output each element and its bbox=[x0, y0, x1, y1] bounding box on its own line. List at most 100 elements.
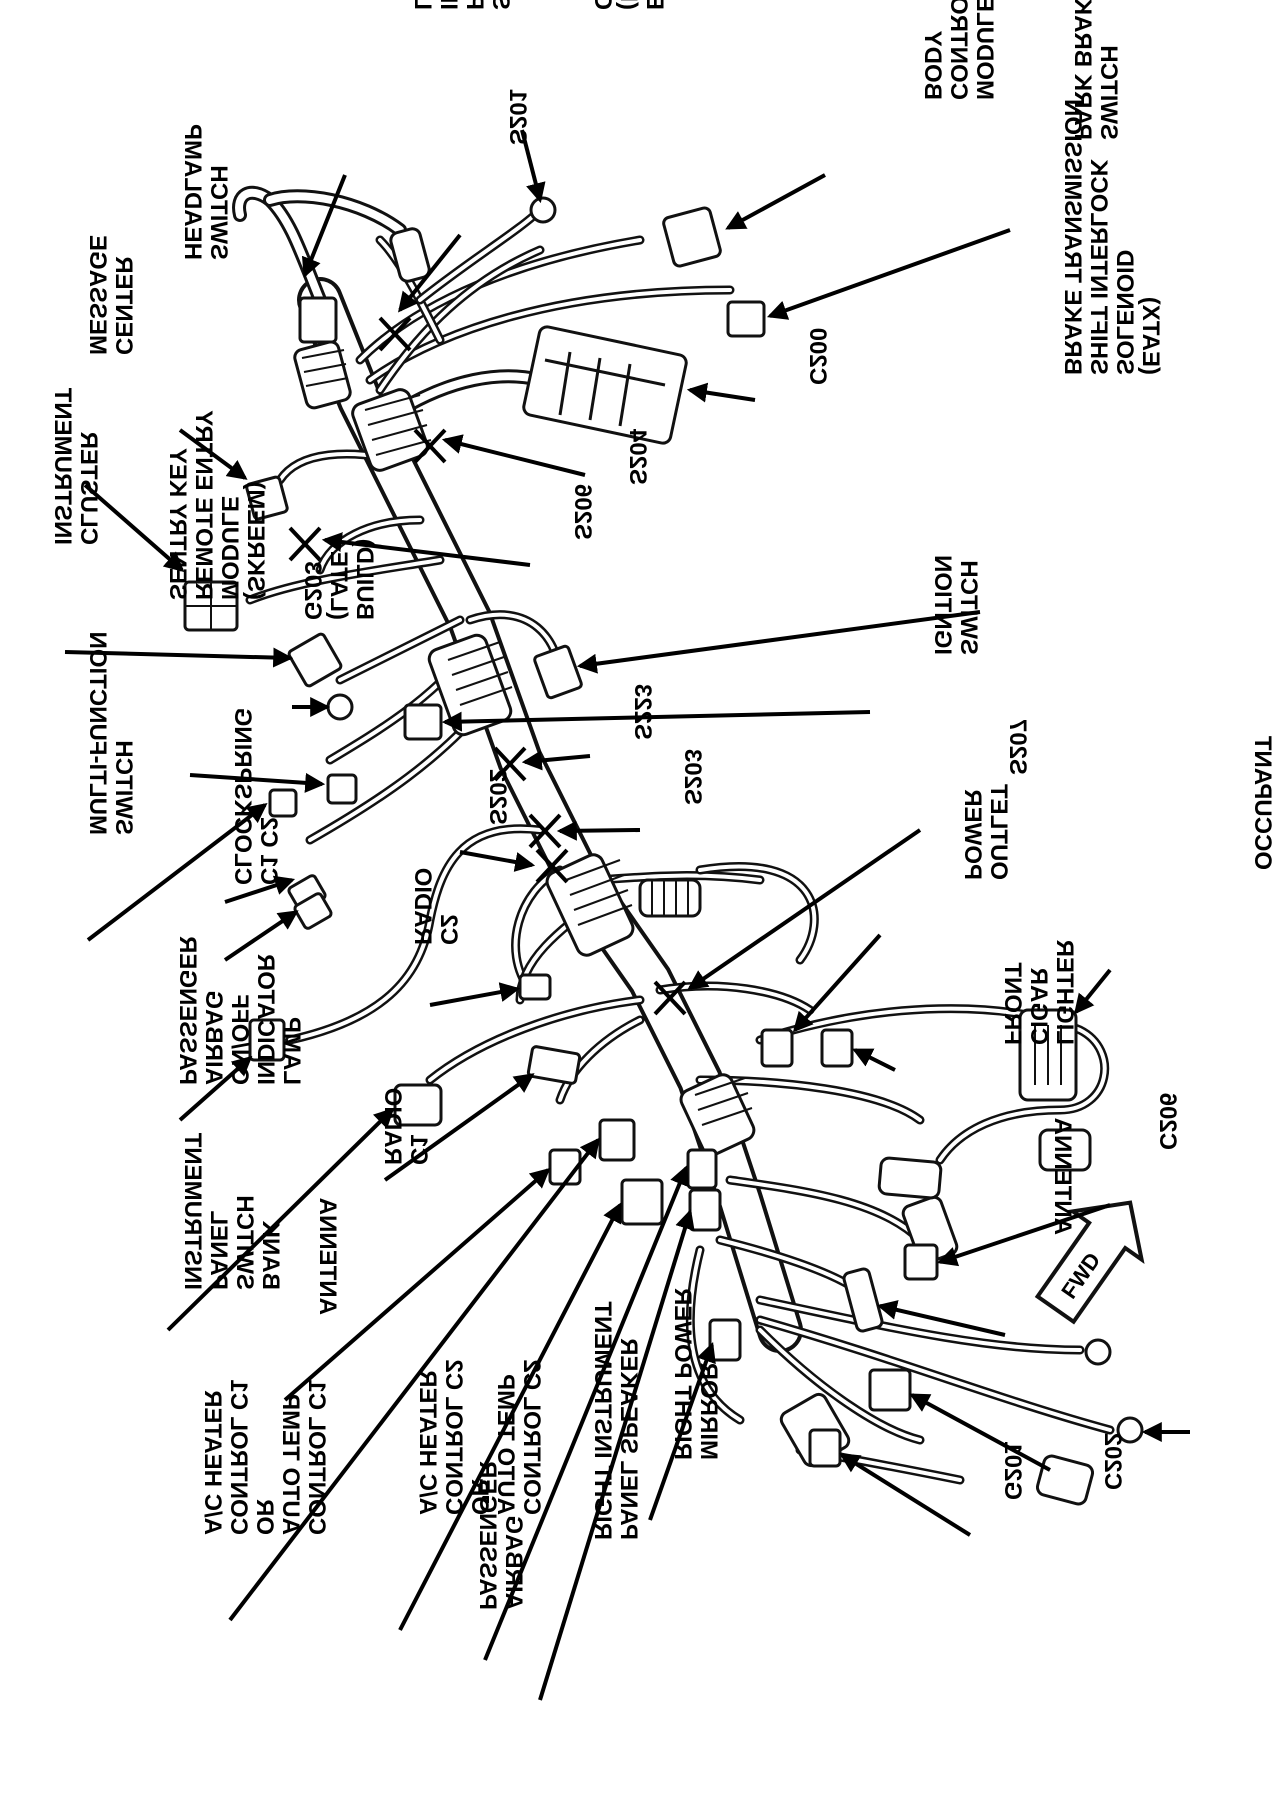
switch-bank-connector bbox=[393, 1083, 443, 1127]
label-line: CONTROL C1 bbox=[225, 1379, 252, 1535]
arrow-eatx bbox=[576, 610, 981, 674]
label-left-instrument-panel-speaker: LEFTINSTRUMENTPANELSPEAKER bbox=[409, 0, 514, 10]
arrow-power-outlet bbox=[792, 933, 882, 1033]
label-line: CENTER bbox=[110, 256, 137, 355]
label-antenna-right: ANTENNA bbox=[1049, 1118, 1076, 1235]
arrow-passenger-airbag bbox=[483, 1165, 689, 1661]
arrow-park-brake-switch bbox=[766, 228, 1011, 320]
label-line: CONTROL C1 bbox=[303, 1379, 330, 1535]
splice-marks bbox=[288, 316, 687, 1016]
arrow-c206 bbox=[936, 1203, 1111, 1267]
label-line: CLUSTER bbox=[75, 432, 102, 545]
label-line: S223 bbox=[629, 684, 656, 740]
label-s202: S202 bbox=[484, 769, 511, 825]
arrow-s202 bbox=[459, 850, 536, 872]
label-line: C1 bbox=[405, 1134, 432, 1165]
label-line: SWITCH bbox=[110, 740, 137, 835]
arrow-orc-c2 bbox=[1073, 968, 1112, 1015]
label-antenna-left: ANTENNA bbox=[314, 1198, 341, 1315]
arrow-s201 bbox=[398, 233, 462, 313]
arrow-g201 bbox=[839, 1453, 972, 1537]
label-line: (EATX) bbox=[1137, 297, 1164, 375]
label-c200: C200 bbox=[804, 328, 831, 385]
antenna-connector-right bbox=[842, 1267, 884, 1333]
arrow-s207 bbox=[687, 828, 922, 990]
label-line: MODULE C4 bbox=[971, 0, 998, 100]
label-line: RIGHT POWER bbox=[669, 1288, 696, 1460]
label-line: G201 bbox=[999, 1441, 1026, 1500]
arrow-body-control-module bbox=[725, 173, 826, 230]
cigar-lighter-connector bbox=[820, 1028, 854, 1068]
arrow-ac-heater-c1 bbox=[228, 1137, 600, 1622]
label-line: INDICATOR bbox=[252, 954, 279, 1085]
label-line: G200 bbox=[589, 0, 616, 10]
label-line: MESSAGE bbox=[84, 235, 111, 355]
label-c206: C206 bbox=[1154, 1093, 1181, 1150]
label-line: INSTRUMENT bbox=[179, 1132, 206, 1290]
arrow-instrument-cluster bbox=[64, 647, 294, 668]
arrow-right-speaker bbox=[538, 1208, 695, 1701]
label-line: OUTLET bbox=[985, 784, 1012, 880]
label-line: LEFT bbox=[409, 0, 436, 10]
forward-direction-indicator: FWD bbox=[1034, 1200, 1145, 1325]
radio-c1-connector bbox=[526, 1045, 582, 1085]
label-line: S204 bbox=[624, 428, 651, 485]
label-line: AUTO TEMP bbox=[492, 1374, 519, 1515]
arrow-clockspring-c2 bbox=[224, 875, 296, 904]
label-line: SWITCH bbox=[205, 165, 232, 260]
label-line: S206 bbox=[569, 484, 596, 540]
arrow-skreem bbox=[189, 772, 326, 793]
label-line: S202 bbox=[484, 769, 511, 825]
label-line: AIRBAG bbox=[500, 1515, 527, 1610]
label-line: BRAKE TRANSMISSION bbox=[1059, 99, 1086, 375]
label-line: (LATE bbox=[325, 551, 352, 620]
right-power-mirror-connector bbox=[708, 1318, 742, 1362]
label-line: SENTRY KEY bbox=[164, 448, 191, 600]
label-line: S207 bbox=[1004, 719, 1031, 775]
label-line: OCCUPANT bbox=[1249, 735, 1274, 870]
label-s223: S223 bbox=[629, 684, 656, 740]
arrow-ignition-switch bbox=[441, 710, 871, 732]
label-line: SWITCH bbox=[955, 560, 982, 655]
label-s206: S206 bbox=[569, 484, 596, 540]
g201-connector bbox=[808, 1428, 842, 1468]
label-line: AIRBAG bbox=[200, 990, 227, 1085]
label-line: G203 bbox=[299, 561, 326, 620]
arrow-c200 bbox=[686, 382, 756, 403]
label-line: C200 bbox=[804, 328, 831, 385]
right-speaker-connector bbox=[688, 1188, 722, 1232]
arrow-c202 bbox=[909, 1393, 1051, 1472]
label-occupant-restraint-controller-c2: OCCUPANTRESTRAINTCONTROLLERC2 bbox=[1249, 735, 1274, 870]
arrow-front-cigar-lighter bbox=[852, 1048, 896, 1072]
ac-heater-c1-connector bbox=[598, 1118, 636, 1162]
label-line: AUTO TEMP bbox=[277, 1394, 304, 1535]
headlamp-switch-connector bbox=[245, 475, 289, 521]
eatx-connector bbox=[533, 644, 583, 700]
label-line: CLOCKSPRING bbox=[229, 708, 256, 885]
g200-except-export-ring-terminal bbox=[529, 196, 557, 224]
label-line: IGNTION bbox=[929, 555, 956, 655]
label-line: PANEL bbox=[461, 0, 488, 10]
passenger-airbag-connector bbox=[686, 1148, 718, 1190]
label-line: S201 bbox=[504, 89, 531, 145]
label-line: (SKREEM) bbox=[242, 481, 269, 600]
label-line: RADIO bbox=[409, 868, 436, 945]
label-line: LIGHTER bbox=[1051, 940, 1078, 1045]
arrow-radio-c1 bbox=[383, 1073, 535, 1182]
label-line: RIGHT INSTRUMENT bbox=[589, 1301, 616, 1540]
label-line: RADIO bbox=[379, 1088, 406, 1165]
